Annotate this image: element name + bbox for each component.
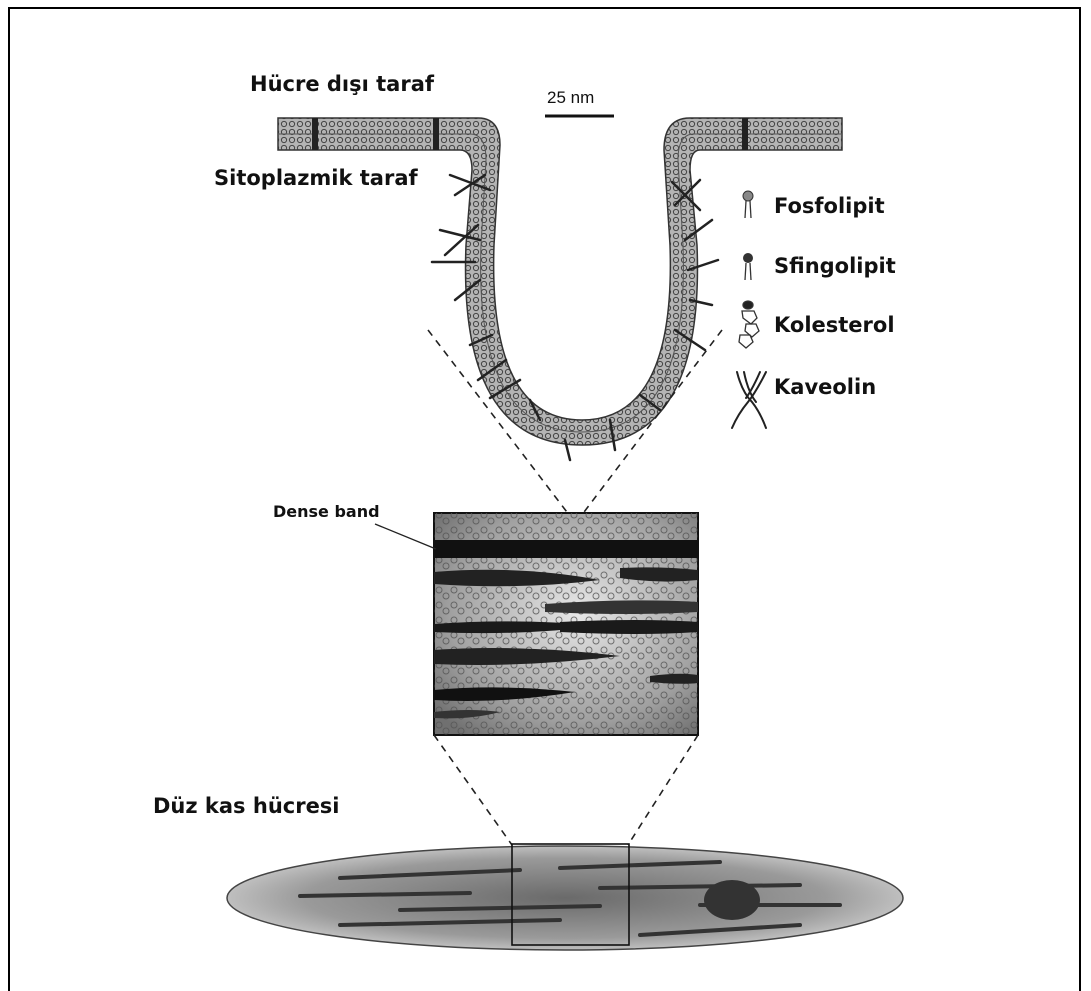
scale-bar-label: 25 nm [547, 88, 594, 108]
nucleus [704, 880, 760, 920]
legend-item-sphingolipid: Sfingolipit [774, 254, 896, 278]
legend-item-cholesterol: Kolesterol [774, 313, 895, 337]
dense-band-label: Dense band [273, 502, 380, 521]
cholesterol-icon [739, 301, 759, 348]
caveolin-icon [732, 372, 766, 428]
zoom-lines-lower [434, 735, 698, 845]
smooth-muscle-cell [227, 844, 903, 950]
cytoplasmic-label: Sitoplazmik taraf [214, 166, 418, 190]
magnified-section [434, 513, 698, 735]
legend-item-phospholipid: Fosfolipit [774, 194, 885, 218]
extracellular-label: Hücre dışı taraf [250, 72, 434, 96]
legend-item-caveolin: Kaveolin [774, 375, 876, 399]
smooth-muscle-cell-label: Düz kas hücresi [153, 794, 340, 818]
dense-band [434, 540, 698, 558]
phospholipid-icon [743, 191, 753, 218]
sphingolipid-icon [743, 253, 753, 280]
